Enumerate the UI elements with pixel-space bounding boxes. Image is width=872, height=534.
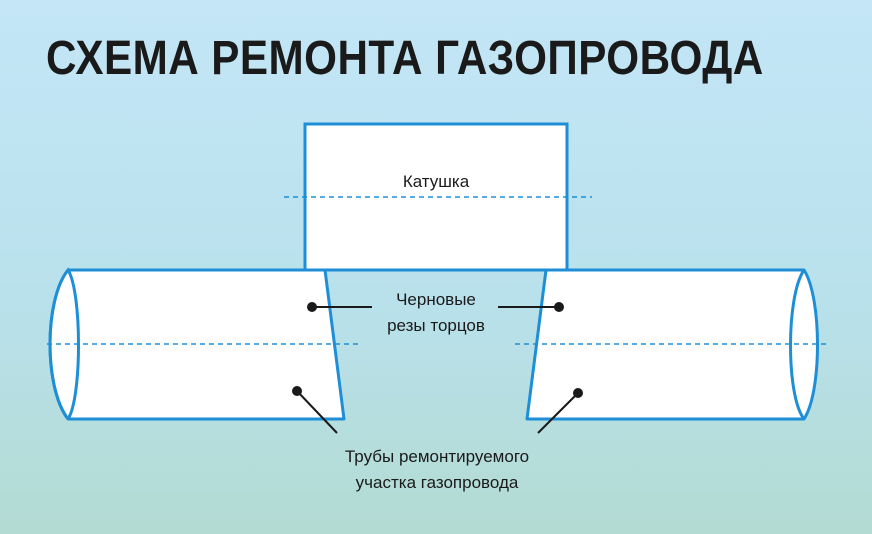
cuts-label-line2: резы торцов	[387, 316, 485, 335]
right-pipe-end-curve	[789, 269, 806, 420]
left-pipe-end-curve	[48, 267, 80, 420]
pipes-label-line1: Трубы ремонтируемого	[345, 447, 529, 466]
cuts-label-line1: Черновые	[396, 290, 476, 309]
diagram-title: СХЕМА РЕМОНТА ГАЗОПРОВОДА	[46, 32, 764, 85]
pipes-label-line2: участка газопровода	[356, 473, 519, 492]
pipe-leader-left	[296, 390, 338, 434]
spool-label: Катушка	[403, 172, 470, 191]
pipe-leader-right	[537, 392, 579, 434]
